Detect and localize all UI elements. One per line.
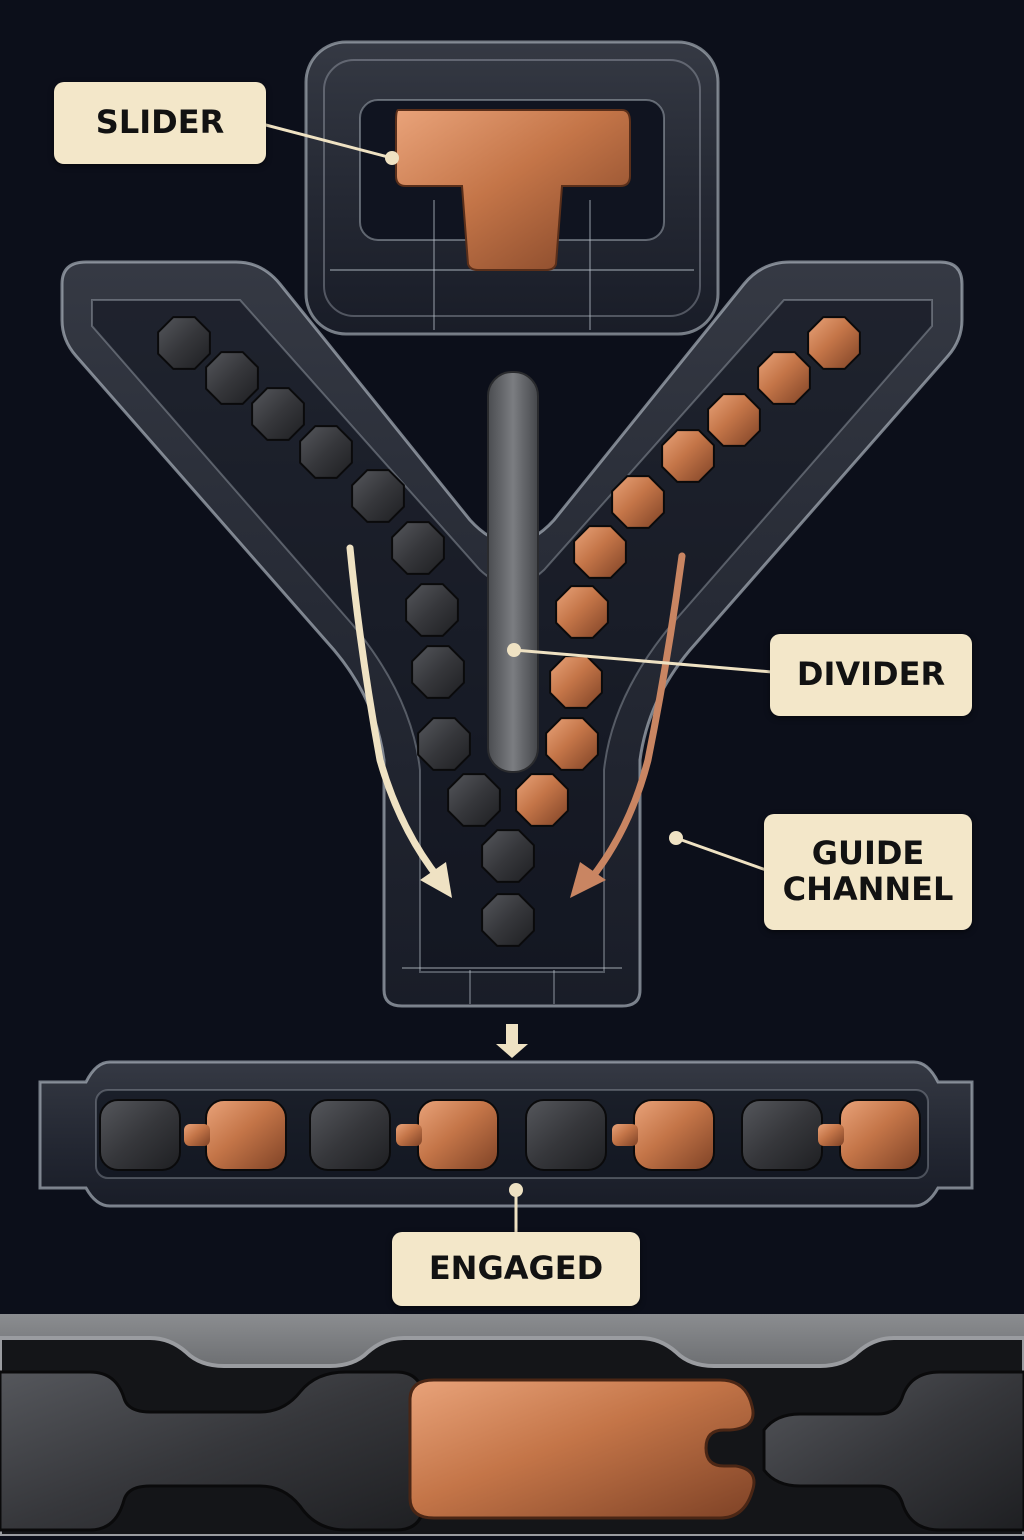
- slider-label-text: SLIDER: [95, 103, 225, 142]
- engaged-copper-tooth: [633, 1099, 715, 1171]
- copper-tooth: [611, 475, 665, 529]
- engaged-teeth-row: [99, 1099, 921, 1171]
- engaged-copper-neck: [612, 1124, 638, 1146]
- copper-tooth: [545, 717, 599, 771]
- divider-label: DIVIDER: [770, 634, 972, 716]
- copper-tooth: [555, 585, 609, 639]
- right-teeth-row: [515, 316, 861, 827]
- engaged-copper-neck: [184, 1124, 210, 1146]
- copper-tooth: [807, 316, 861, 370]
- dark-tooth: [481, 893, 535, 947]
- engaged-copper-neck: [818, 1124, 844, 1146]
- slider-label: SLIDER: [54, 82, 266, 164]
- engaged-copper-tooth: [205, 1099, 287, 1171]
- slider-part: [395, 109, 631, 271]
- copper-tooth: [757, 351, 811, 405]
- dark-tooth: [299, 425, 353, 479]
- engaged-copper-neck: [396, 1124, 422, 1146]
- divider-label-text: DIVIDER: [796, 655, 946, 694]
- guide-channel-label: GUIDE CHANNEL: [764, 814, 972, 930]
- slider-housing: [304, 40, 720, 336]
- copper-tooth: [707, 393, 761, 447]
- engaged-dark-tooth: [99, 1099, 181, 1171]
- down-arrow-icon: [496, 1024, 528, 1058]
- dark-tooth: [251, 387, 305, 441]
- leader-lines: [261, 122, 773, 1232]
- right-flow-arrow-icon: [586, 552, 686, 884]
- engaged-label: ENGAGED: [392, 1232, 640, 1306]
- dark-tooth: [417, 717, 471, 771]
- dark-tooth: [205, 351, 259, 405]
- dark-tooth: [405, 583, 459, 637]
- engaged-copper-tooth: [417, 1099, 499, 1171]
- left-flow-arrow-icon: [346, 544, 444, 884]
- dark-tooth: [391, 521, 445, 575]
- dark-tooth: [481, 829, 535, 883]
- divider-bar: [487, 371, 539, 773]
- copper-tooth: [515, 773, 569, 827]
- copper-tooth: [549, 655, 603, 709]
- guide-channel-label-line1: GUIDE: [811, 834, 925, 873]
- guide-channel-label-line2: CHANNEL: [782, 870, 954, 908]
- copper-tooth: [661, 429, 715, 483]
- dark-tooth: [351, 469, 405, 523]
- engaged-dark-tooth: [525, 1099, 607, 1171]
- dark-tooth: [157, 316, 211, 370]
- engaged-label-text: ENGAGED: [428, 1249, 604, 1288]
- closeup-strip: [0, 1314, 1024, 1538]
- left-teeth-row: [157, 316, 535, 947]
- engaged-dark-tooth: [309, 1099, 391, 1171]
- copper-tooth: [573, 525, 627, 579]
- dark-tooth: [411, 645, 465, 699]
- closeup-dark-tooth-right: [762, 1370, 1024, 1532]
- engaged-copper-tooth: [839, 1099, 921, 1171]
- engaged-dark-tooth: [741, 1099, 823, 1171]
- leader-dots: [385, 151, 683, 1197]
- dark-tooth: [447, 773, 501, 827]
- closeup-copper-tooth: [408, 1378, 756, 1520]
